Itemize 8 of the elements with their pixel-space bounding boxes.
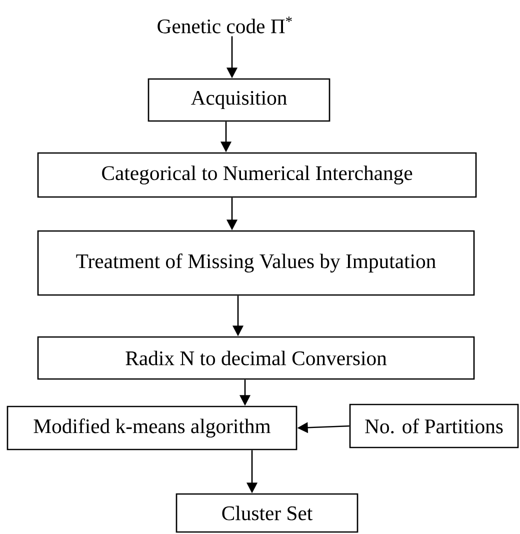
process-box: Acquisition	[148, 78, 330, 122]
process-box: Categorical to Numerical Interchange	[37, 152, 477, 198]
process-box: Modified k-means algorithm	[6, 406, 298, 450]
process-box: Treatment of Missing Values by Imputation	[37, 230, 475, 296]
process-box: No. of Partitions	[349, 404, 519, 448]
process-box: Cluster Set	[176, 493, 358, 533]
input-label: Genetic code Π$^{*}$	[158, 16, 292, 34]
process-box: Radix N to decimal Conversion	[37, 336, 475, 380]
